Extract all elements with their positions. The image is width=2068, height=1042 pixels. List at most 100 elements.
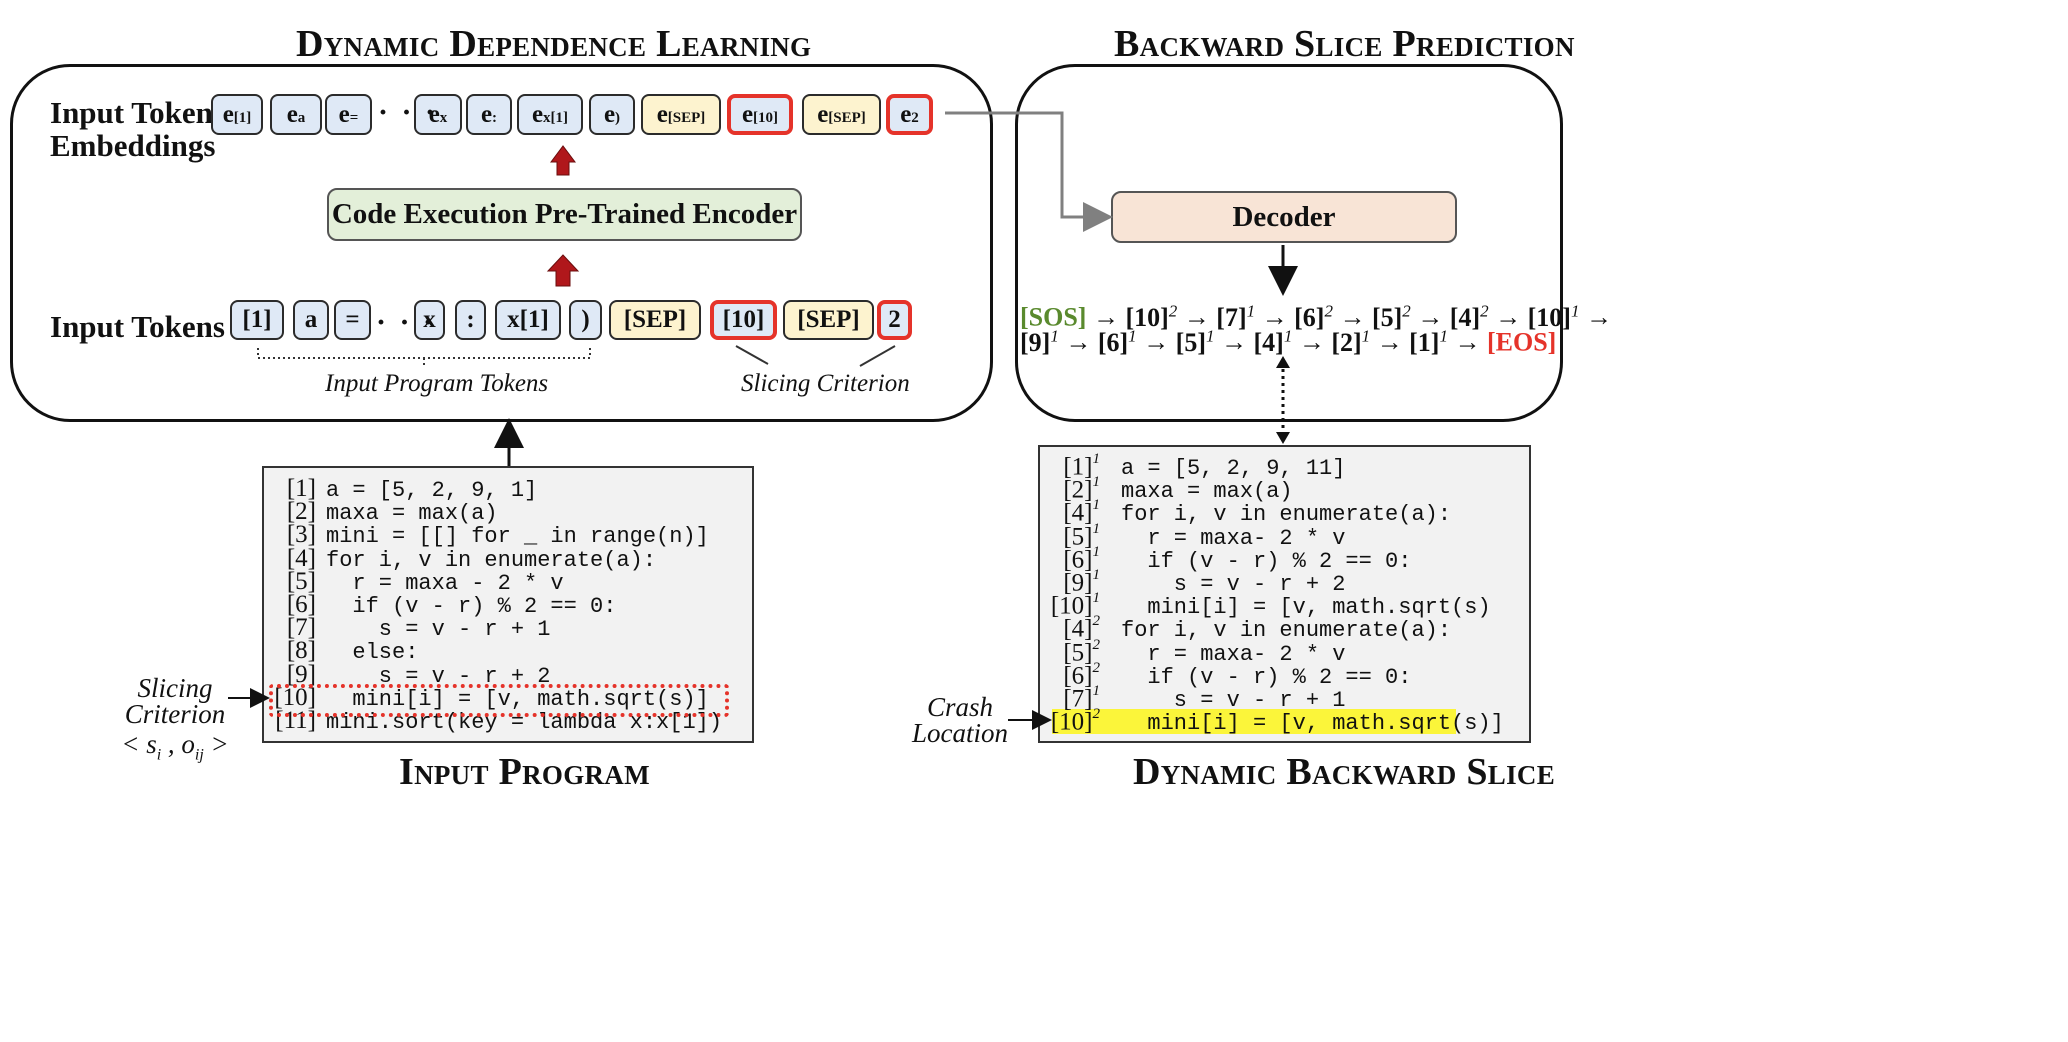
- occurrence-superscript: 1: [1205, 326, 1215, 345]
- slice-occurrence: 1: [1092, 683, 1101, 699]
- program-line-code: s = v - r + 2: [326, 663, 551, 689]
- slice-occurrence: 1: [1092, 497, 1101, 514]
- occurrence-superscript: 1: [1128, 326, 1137, 345]
- slice-occurrence: 1: [1092, 474, 1101, 491]
- program-line-number: [7]: [286, 614, 316, 642]
- sequence-item: [4]1: [1253, 326, 1293, 357]
- slice-line-number: [7]1: [1063, 683, 1101, 713]
- slicing-side-line3: < si , oij >: [120, 731, 230, 768]
- input-token: :: [455, 300, 486, 340]
- occurrence-superscript: 1: [1361, 326, 1371, 345]
- backward-slice-prediction-panel: [1015, 64, 1563, 422]
- occurrence-superscript: 2: [1324, 301, 1333, 320]
- embedding-token: e[10]: [727, 94, 793, 135]
- occurrence-superscript: 1: [1283, 326, 1293, 345]
- embedding-base: e: [656, 100, 668, 128]
- occurrence-superscript: 1: [1246, 301, 1256, 320]
- occurrence-superscript: 2: [1480, 301, 1489, 320]
- encoder-box: Code Execution Pre-Trained Encoder: [327, 188, 802, 241]
- input-token: x[1]: [495, 300, 561, 340]
- slicing-criterion-label: Slicing Criterion: [741, 370, 910, 397]
- input-program-tokens-label: Input Program Tokens: [325, 370, 549, 397]
- sequence-item: [7]1: [1216, 301, 1256, 332]
- sequence-item: [5]1: [1175, 326, 1215, 357]
- embedding-base: e: [286, 100, 298, 128]
- embedding-base: e: [222, 100, 234, 128]
- slicing-side-line2: Criterion: [124, 699, 226, 729]
- slice-line-number: [10]2: [1050, 706, 1100, 736]
- tuple-text: <: [121, 729, 147, 759]
- tokens-to-encoder-arrow: [546, 254, 580, 287]
- slice-line-number: [6]2: [1063, 659, 1101, 690]
- input-token: [1]: [230, 300, 284, 340]
- embedding-token: e): [589, 94, 635, 135]
- program-line-code: mini = [[] for _ in range(n)]: [326, 524, 709, 550]
- embedding-token: e[1]: [211, 94, 263, 135]
- input-token: a: [293, 300, 329, 340]
- sos-token: [SOS]: [1020, 302, 1087, 332]
- crash-line1: Crash: [926, 692, 994, 722]
- sequence-item: [10]2: [1125, 301, 1178, 332]
- output-sequence-line2: [9]1 → [6]1 → [5]1 → [4]1 → [2]1 → [1]1 …: [1020, 326, 1557, 357]
- slice-line-code: mini[i] = [v, math.sqrt(s): [1121, 595, 1491, 621]
- embeddings-label-line2: Embeddings: [50, 128, 216, 163]
- slice-line-code: a = [5, 2, 9, 11]: [1121, 456, 1346, 481]
- slice-occurrence: 2: [1092, 636, 1101, 653]
- embedding-base: e: [900, 100, 912, 128]
- input-program-code-box: [262, 466, 754, 743]
- program-line-number: [8]: [286, 637, 316, 665]
- sequence-item: [5]2: [1371, 301, 1411, 332]
- embedding-token: e=: [325, 94, 372, 135]
- input-token: 2: [877, 300, 912, 340]
- slice-line-code: mini[i] = [v, math.sqrt(s)]: [1121, 711, 1504, 737]
- occurrence-superscript: 2: [1168, 301, 1178, 320]
- program-line-code: else:: [326, 640, 419, 666]
- slice-occurrence: 2: [1092, 659, 1101, 676]
- program-line-number: [2]: [286, 498, 316, 526]
- occurrence-superscript: 1: [1050, 326, 1059, 345]
- sequence-item: [10]1: [1527, 301, 1580, 332]
- crash-line2: Location: [911, 718, 1008, 748]
- embeddings-to-decoder-arrow: [945, 111, 1113, 232]
- tuple-text: ,: [161, 729, 182, 759]
- sequence-item: [6]1: [1097, 326, 1137, 357]
- input-token: [SEP]: [609, 300, 701, 340]
- slice-line-number: [9]1: [1063, 567, 1100, 597]
- slicing-criterion-highlight-box: [269, 684, 729, 717]
- tuple-text: s: [146, 729, 157, 759]
- encoder-to-embeddings-arrow: [550, 145, 576, 176]
- decoder-box: Decoder: [1111, 191, 1457, 243]
- slice-line-code: for i, v in enumerate(a):: [1121, 618, 1452, 644]
- backward-slice-code-box: [1038, 445, 1531, 743]
- input-program-bracket: [257, 348, 591, 368]
- embedding-base: e: [480, 100, 493, 128]
- slice-line-number: [6]1: [1063, 543, 1100, 574]
- sequence-item: [1]1: [1409, 326, 1448, 357]
- tuple-subscript: i: [156, 746, 162, 764]
- sequence-item: [9]1: [1020, 326, 1059, 357]
- embedding-base: e: [531, 100, 544, 128]
- crash-line-highlight: [1052, 709, 1456, 734]
- slice-line-code: r = maxa- 2 * v: [1121, 525, 1346, 551]
- embedding-token: e[SEP]: [802, 94, 881, 135]
- slice-occurrence: 1: [1092, 590, 1101, 607]
- criterion-line-left: [735, 345, 769, 365]
- slice-line-code: r = maxa- 2 * v: [1121, 641, 1346, 667]
- sequence-item: [2]1: [1331, 326, 1371, 357]
- input-token: =: [334, 300, 371, 340]
- slice-line-code: for i, v in enumerate(a):: [1121, 502, 1452, 528]
- program-line-number: [1]: [286, 475, 316, 502]
- embedding-base: e: [428, 100, 440, 128]
- tokens-row-label: Input Tokens: [50, 309, 225, 344]
- slicing-criterion-side-label: Slicing Criterion < si , oij >: [120, 675, 230, 768]
- title-dynamic-backward-slice: Dynamic Backward Slice: [1133, 751, 1556, 793]
- slice-occurrence: 1: [1092, 451, 1101, 467]
- slice-line-number: [2]1: [1063, 474, 1101, 504]
- slice-line-number: [4]1: [1063, 497, 1101, 527]
- token-ellipsis: · · ·: [376, 306, 437, 339]
- program-line-number: [11]: [275, 707, 316, 734]
- program-line-number: [6]: [286, 591, 316, 618]
- slice-line-code: maxa = max(a): [1121, 479, 1293, 505]
